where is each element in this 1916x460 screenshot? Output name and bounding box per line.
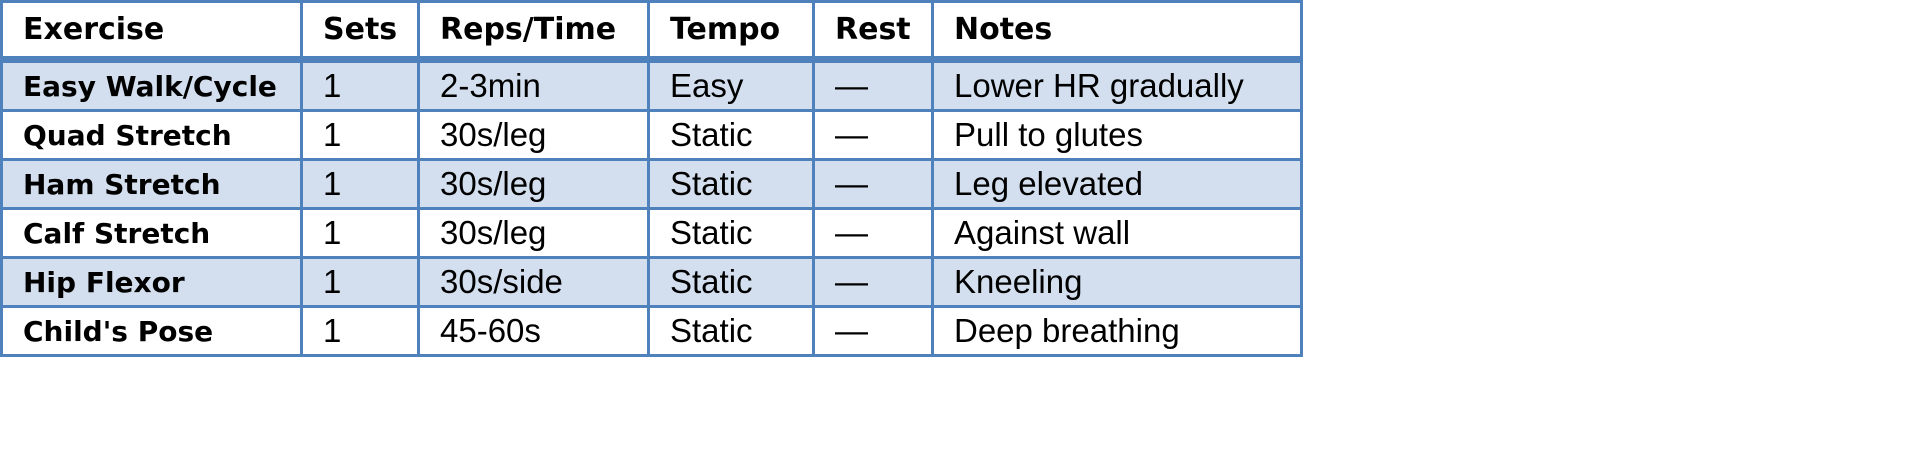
header-sets: Sets — [300, 0, 420, 63]
reps-time-cell: 30s/side — [417, 256, 650, 308]
exercise-cell: Child's Pose — [0, 305, 303, 357]
rest-cell: — — [812, 305, 934, 357]
notes-cell: Lower HR gradually — [931, 58, 1303, 112]
header-row: Exercise Sets Reps/Time Tempo Rest Notes — [0, 0, 1303, 63]
header-tempo: Tempo — [647, 0, 815, 63]
sets-cell: 1 — [300, 58, 420, 112]
exercise-cell: Quad Stretch — [0, 109, 303, 161]
table-row: Easy Walk/Cycle 1 2-3min Easy — Lower HR… — [0, 58, 1303, 112]
exercise-cell: Easy Walk/Cycle — [0, 58, 303, 112]
header-notes: Notes — [931, 0, 1303, 63]
rest-cell: — — [812, 256, 934, 308]
sets-cell: 1 — [300, 256, 420, 308]
sets-cell: 1 — [300, 207, 420, 259]
tempo-cell: Static — [647, 256, 815, 308]
exercise-cell: Ham Stretch — [0, 158, 303, 210]
table-row: Hip Flexor 1 30s/side Static — Kneeling — [0, 256, 1303, 308]
reps-time-cell: 30s/leg — [417, 109, 650, 161]
table-row: Quad Stretch 1 30s/leg Static — Pull to … — [0, 109, 1303, 161]
notes-cell: Deep breathing — [931, 305, 1303, 357]
notes-cell: Against wall — [931, 207, 1303, 259]
cooldown-table: Exercise Sets Reps/Time Tempo Rest Notes… — [0, 0, 1303, 357]
notes-cell: Leg elevated — [931, 158, 1303, 210]
table-row: Ham Stretch 1 30s/leg Static — Leg eleva… — [0, 158, 1303, 210]
table-row: Calf Stretch 1 30s/leg Static — Against … — [0, 207, 1303, 259]
tempo-cell: Static — [647, 305, 815, 357]
header-exercise: Exercise — [0, 0, 303, 63]
reps-time-cell: 30s/leg — [417, 158, 650, 210]
header-reps-time: Reps/Time — [417, 0, 650, 63]
tempo-cell: Static — [647, 158, 815, 210]
reps-time-cell: 45-60s — [417, 305, 650, 357]
exercise-cell: Calf Stretch — [0, 207, 303, 259]
notes-cell: Pull to glutes — [931, 109, 1303, 161]
sets-cell: 1 — [300, 158, 420, 210]
sets-cell: 1 — [300, 109, 420, 161]
table-row: Child's Pose 1 45-60s Static — Deep brea… — [0, 305, 1303, 357]
rest-cell: — — [812, 109, 934, 161]
sets-cell: 1 — [300, 305, 420, 357]
notes-cell: Kneeling — [931, 256, 1303, 308]
exercise-cell: Hip Flexor — [0, 256, 303, 308]
header-rest: Rest — [812, 0, 934, 63]
rest-cell: — — [812, 158, 934, 210]
tempo-cell: Static — [647, 109, 815, 161]
tempo-cell: Easy — [647, 58, 815, 112]
rest-cell: — — [812, 207, 934, 259]
rest-cell: — — [812, 58, 934, 112]
tempo-cell: Static — [647, 207, 815, 259]
reps-time-cell: 30s/leg — [417, 207, 650, 259]
reps-time-cell: 2-3min — [417, 58, 650, 112]
